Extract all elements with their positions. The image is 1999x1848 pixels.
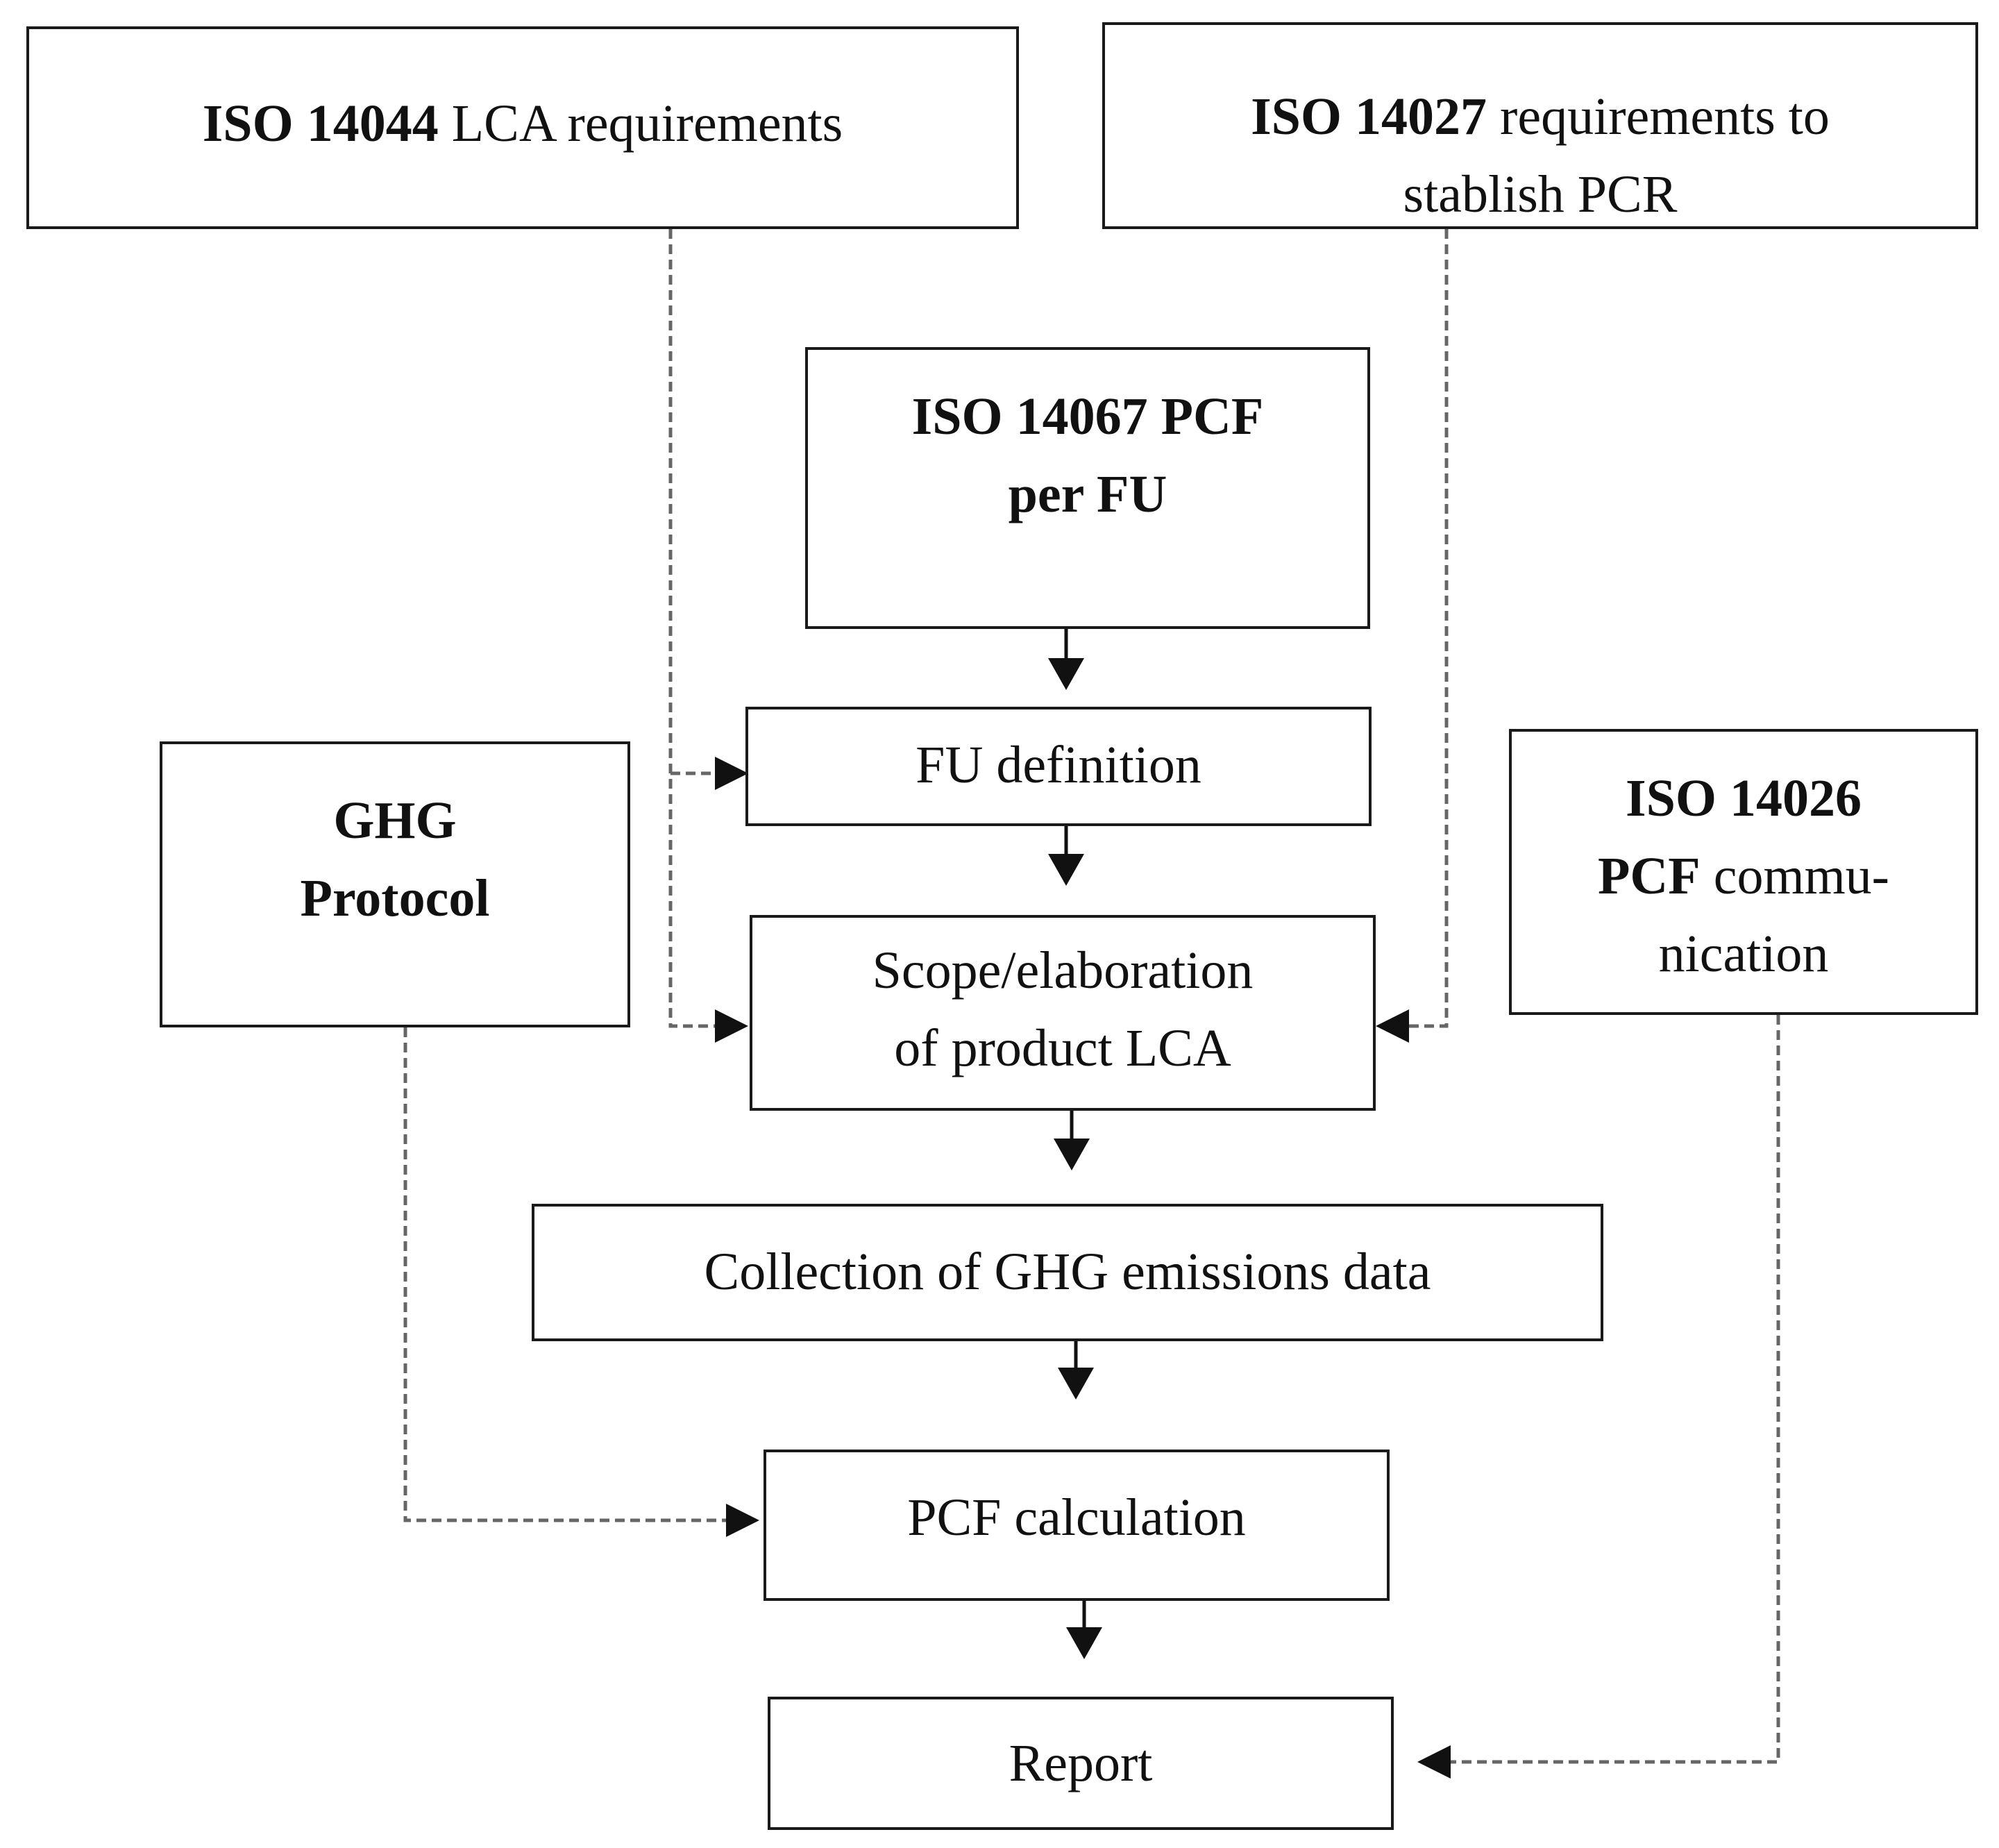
fu-definition-box: FU definition xyxy=(745,707,1372,826)
iso14026-label-line1: ISO 14026 xyxy=(1626,769,1862,828)
report-box: Report xyxy=(768,1697,1394,1830)
fu-definition-label: FU definition xyxy=(916,736,1201,794)
pcf-calculation-box: PCF calculation xyxy=(764,1450,1390,1601)
dashed-iso14044-trunk xyxy=(668,229,715,1028)
iso14026-label-line3: nication xyxy=(1658,925,1829,983)
arrowhead-iso14026-to-report xyxy=(1417,1745,1451,1779)
ghg-protocol-label-line2: Protocol xyxy=(300,869,490,927)
arrow-calculation-to-report xyxy=(1066,1601,1102,1659)
collection-label: Collection of GHG emissions data xyxy=(704,1243,1431,1301)
iso14067-label-line2: per FU xyxy=(1008,465,1167,523)
iso14026-box: ISO 14026 PCF commu- nication xyxy=(1509,729,1978,1015)
iso14044-box: ISO 14044 LCA requirements xyxy=(26,26,1019,229)
collection-box: Collection of GHG emissions data xyxy=(532,1204,1603,1341)
ghg-protocol-box: GHG Protocol xyxy=(160,741,630,1027)
scope-box: Scope/elaboration of product LCA xyxy=(750,915,1376,1111)
iso14027-box: ISO 14027 requirements to stablish PCR xyxy=(1102,22,1978,229)
arrowhead-iso14027-to-scope xyxy=(1376,1009,1409,1043)
dashed-iso14026-to-report xyxy=(1451,1015,1780,1764)
arrow-pcf-to-fu xyxy=(1048,629,1084,690)
arrow-fu-to-scope xyxy=(1048,826,1084,886)
iso14027-label-line1: ISO 14027 requirements to xyxy=(1251,87,1830,146)
dashed-iso14027 xyxy=(1409,229,1449,1028)
arrowhead-iso14044-to-scope xyxy=(715,1009,748,1043)
scope-label-line2: of product LCA xyxy=(894,1019,1231,1077)
dashed-ghg-to-calc xyxy=(403,1027,726,1522)
pcf-calculation-label: PCF calculation xyxy=(907,1488,1246,1547)
ghg-protocol-label-line1: GHG xyxy=(333,791,457,850)
arrow-collection-to-calculation xyxy=(1058,1341,1094,1400)
report-label: Report xyxy=(1009,1734,1153,1792)
arrow-scope-to-collection xyxy=(1054,1111,1090,1170)
iso14067-box: ISO 14067 PCF per FU xyxy=(805,347,1370,629)
iso14026-label-line2: PCF commu- xyxy=(1597,847,1889,905)
scope-label-line1: Scope/elaboration xyxy=(872,941,1254,1000)
iso14027-label-line2: stablish PCR xyxy=(1403,165,1678,224)
iso14067-label-line1: ISO 14067 PCF xyxy=(911,387,1264,446)
arrowhead-to-fu xyxy=(715,757,748,790)
arrowhead-ghg-to-calc xyxy=(726,1504,759,1537)
iso14044-label: ISO 14044 LCA requirements xyxy=(202,94,843,153)
